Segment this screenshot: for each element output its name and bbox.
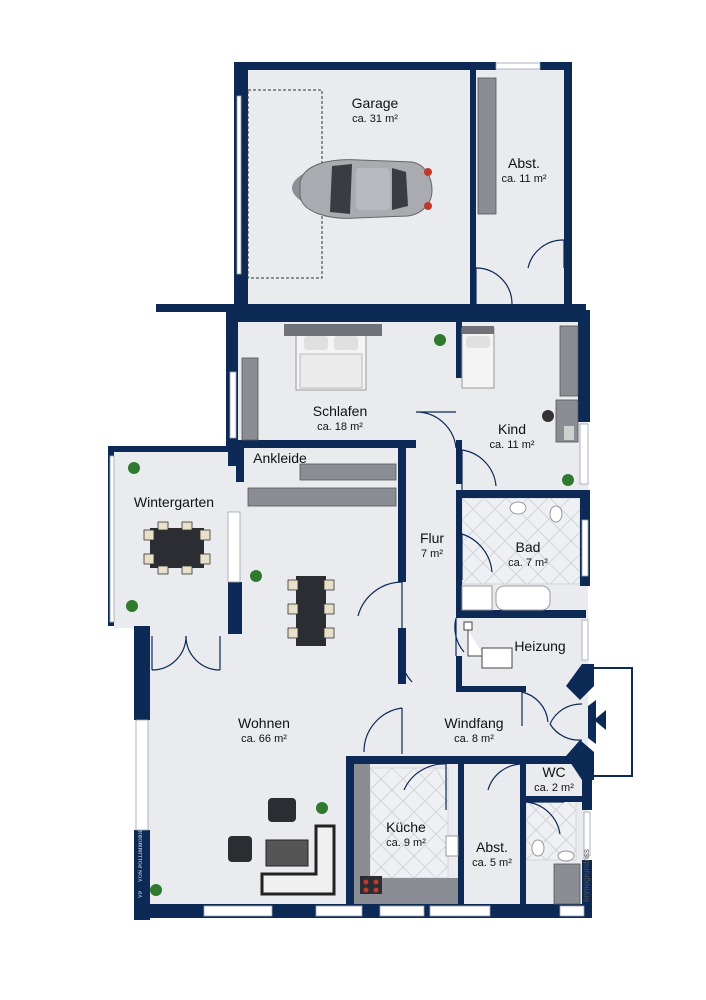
room-label-garage: Garage [352,95,399,111]
plant-icon [126,334,574,896]
room-label-ankleide: Ankleide [253,450,307,466]
room-area-abst-bottom: ca. 5 m² [472,857,512,869]
room-label-windfang: Windfang [444,715,503,731]
single-bed [461,326,495,389]
room-label-flur: Flur [420,530,444,546]
svg-text:VON POLL: VON POLL [139,853,144,882]
room-label-wc: WC [542,764,565,780]
room-area-wc: ca. 2 m² [534,782,574,794]
room-label-abst-bottom: Abst. [476,839,508,855]
room-label-heizung: Heizung [514,638,565,654]
room-area-abst-top: ca. 11 m² [501,173,546,185]
windows [109,62,591,917]
room-label-abst-top: Abst. [508,155,540,171]
room-area-kind: ca. 11 m² [489,439,534,451]
room-label-bad: Bad [516,539,541,555]
room-area-garage: ca. 31 m² [352,113,398,125]
svg-text:IMMOBILIEN: IMMOBILIEN [139,818,144,854]
room-area-kueche: ca. 9 m² [386,837,426,849]
room-label-kueche: Küche [386,819,426,835]
room-label-schlafen: Schlafen [313,403,367,419]
room-label-wohnen: Wohnen [238,715,290,731]
living-furniture [228,798,336,896]
room-labels: Garage ca. 31 m² Abst. ca. 11 m² Schlafe… [134,95,574,869]
entrance-arrow-icon [594,710,606,730]
room-area-flur: 7 m² [421,548,443,560]
dining-table-wohnen [287,576,335,646]
room-label-wintergarten: Wintergarten [134,494,214,510]
double-bed [284,324,382,391]
dining-table-wintergarten [143,521,211,575]
svg-text:VP: VP [139,891,144,898]
desk [542,399,579,443]
room-area-schlafen: ca. 18 m² [317,421,363,433]
von-poll-logo: VP VON POLL IMMOBILIEN [139,818,144,898]
room-area-wohnen: ca. 66 m² [241,733,287,745]
credit-text: Immogrundriss [582,849,591,902]
heating-unit [463,621,513,669]
bath-fixtures [461,501,575,862]
entrance-porch[interactable] [588,667,633,777]
kitchen-fixtures [354,764,459,904]
doors[interactable] [151,239,583,835]
room-area-bad: ca. 7 m² [508,557,548,569]
shelves [241,77,581,905]
garage-car [247,89,433,279]
room-area-windfang: ca. 8 m² [454,733,494,745]
room-label-kind: Kind [498,421,526,437]
